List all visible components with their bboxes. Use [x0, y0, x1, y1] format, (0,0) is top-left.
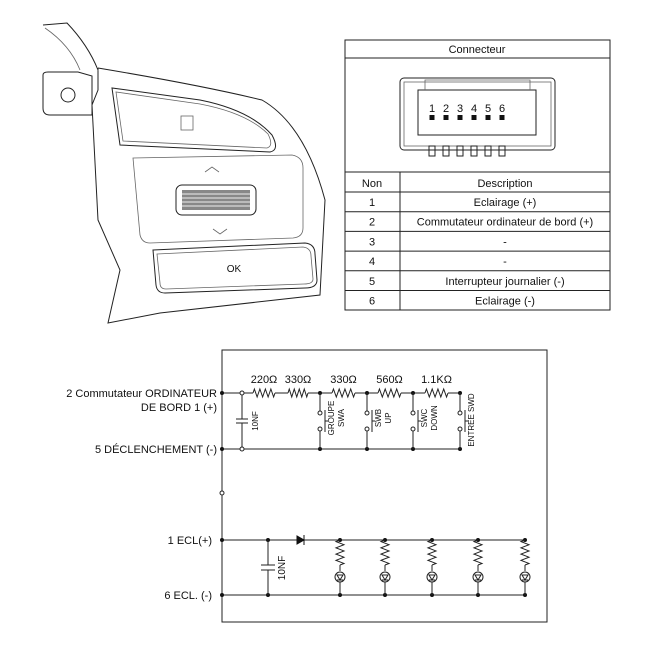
pin: [457, 115, 463, 120]
switch: [317, 410, 323, 416]
pin-leg: [456, 145, 464, 157]
row-number: 6: [369, 296, 375, 308]
pin: [429, 115, 435, 120]
switch: [410, 410, 416, 416]
circuit-schematic: 2 Commutateur ORDINATEUR DE BORD 1 (+) 5…: [66, 349, 548, 623]
switch-label: ENTREE SWD: [467, 393, 476, 447]
switch: [457, 410, 463, 416]
capacitor-label: 10NF: [251, 411, 260, 431]
ok-button-label: OK: [227, 264, 242, 275]
pin-number: 6: [499, 103, 505, 115]
switch: [364, 410, 370, 416]
switch-label: UP: [384, 412, 393, 423]
resistor: [377, 387, 402, 399]
pin: [499, 115, 505, 120]
row-number: 3: [369, 236, 375, 248]
pin: [485, 115, 491, 120]
resistor: [426, 539, 438, 566]
label-onboard-computer-2: DE BORD 1 (+): [141, 402, 217, 414]
header-no: Non: [362, 178, 382, 190]
pin-number: 5: [485, 103, 491, 115]
diode-icon: [296, 535, 306, 545]
pin-number: 2: [443, 103, 449, 115]
label-ecl-minus: 6 ECL. (-): [164, 590, 212, 602]
pin-leg: [484, 145, 492, 157]
header-description: Description: [477, 178, 532, 190]
junction: [220, 538, 224, 542]
resistor-value: 330Ω: [330, 374, 357, 386]
row-description: Interrupteur journalier (-): [445, 276, 564, 288]
resistor: [379, 539, 391, 566]
label-trigger: 5 DÉCLENCHEMENT (-): [95, 443, 217, 456]
pin-number: 3: [457, 103, 463, 115]
down-arrow-icon: [212, 228, 228, 235]
row-description: -: [503, 256, 507, 268]
resistor: [287, 387, 309, 399]
pin-leg: [442, 145, 450, 157]
resistor: [252, 387, 276, 399]
row-number: 1: [369, 197, 375, 209]
resistor: [424, 387, 449, 399]
row-number: 4: [369, 256, 375, 268]
junction: [220, 593, 224, 597]
connector-title: Connecteur: [449, 44, 506, 56]
resistor-value: 1.1KΩ: [421, 374, 452, 386]
row-number: 5: [369, 276, 375, 288]
junction: [220, 391, 224, 395]
up-arrow-icon: [204, 166, 220, 173]
pin-leg: [498, 145, 506, 157]
label-ecl-plus: 1 ECL(+): [168, 535, 212, 547]
switch-label: DOWN: [430, 405, 439, 431]
junction: [220, 447, 224, 451]
trip-computer-icon: [180, 115, 194, 131]
pin-leg: [428, 145, 436, 157]
resistor: [472, 539, 484, 566]
resistor: [334, 539, 346, 566]
row-description: Eclairage (+): [474, 197, 537, 209]
resistor: [519, 539, 531, 566]
pin-leg: [470, 145, 478, 157]
resistor-value: 330Ω: [285, 374, 312, 386]
resistor: [331, 387, 356, 399]
row-description: Commutateur ordinateur de bord (+): [417, 217, 593, 229]
pin-number: 1: [429, 103, 435, 115]
switch-label: GROUPE: [327, 401, 336, 436]
pin-number: 4: [471, 103, 477, 115]
switch-label: SWB: [374, 409, 383, 427]
row-description: Eclairage (-): [475, 296, 535, 308]
pin: [443, 115, 449, 120]
switch-label: SWC: [420, 408, 429, 427]
pin: [471, 115, 477, 120]
row-number: 2: [369, 217, 375, 229]
label-onboard-computer: 2 Commutateur ORDINATEUR: [66, 388, 217, 400]
resistor-value: 220Ω: [251, 374, 278, 386]
resistor-value: 560Ω: [376, 374, 403, 386]
switch-label: SWA: [337, 408, 346, 427]
steering-switch-drawing: OK: [42, 22, 326, 324]
row-description: -: [503, 236, 507, 248]
capacitor-label: 10NF: [277, 556, 288, 580]
